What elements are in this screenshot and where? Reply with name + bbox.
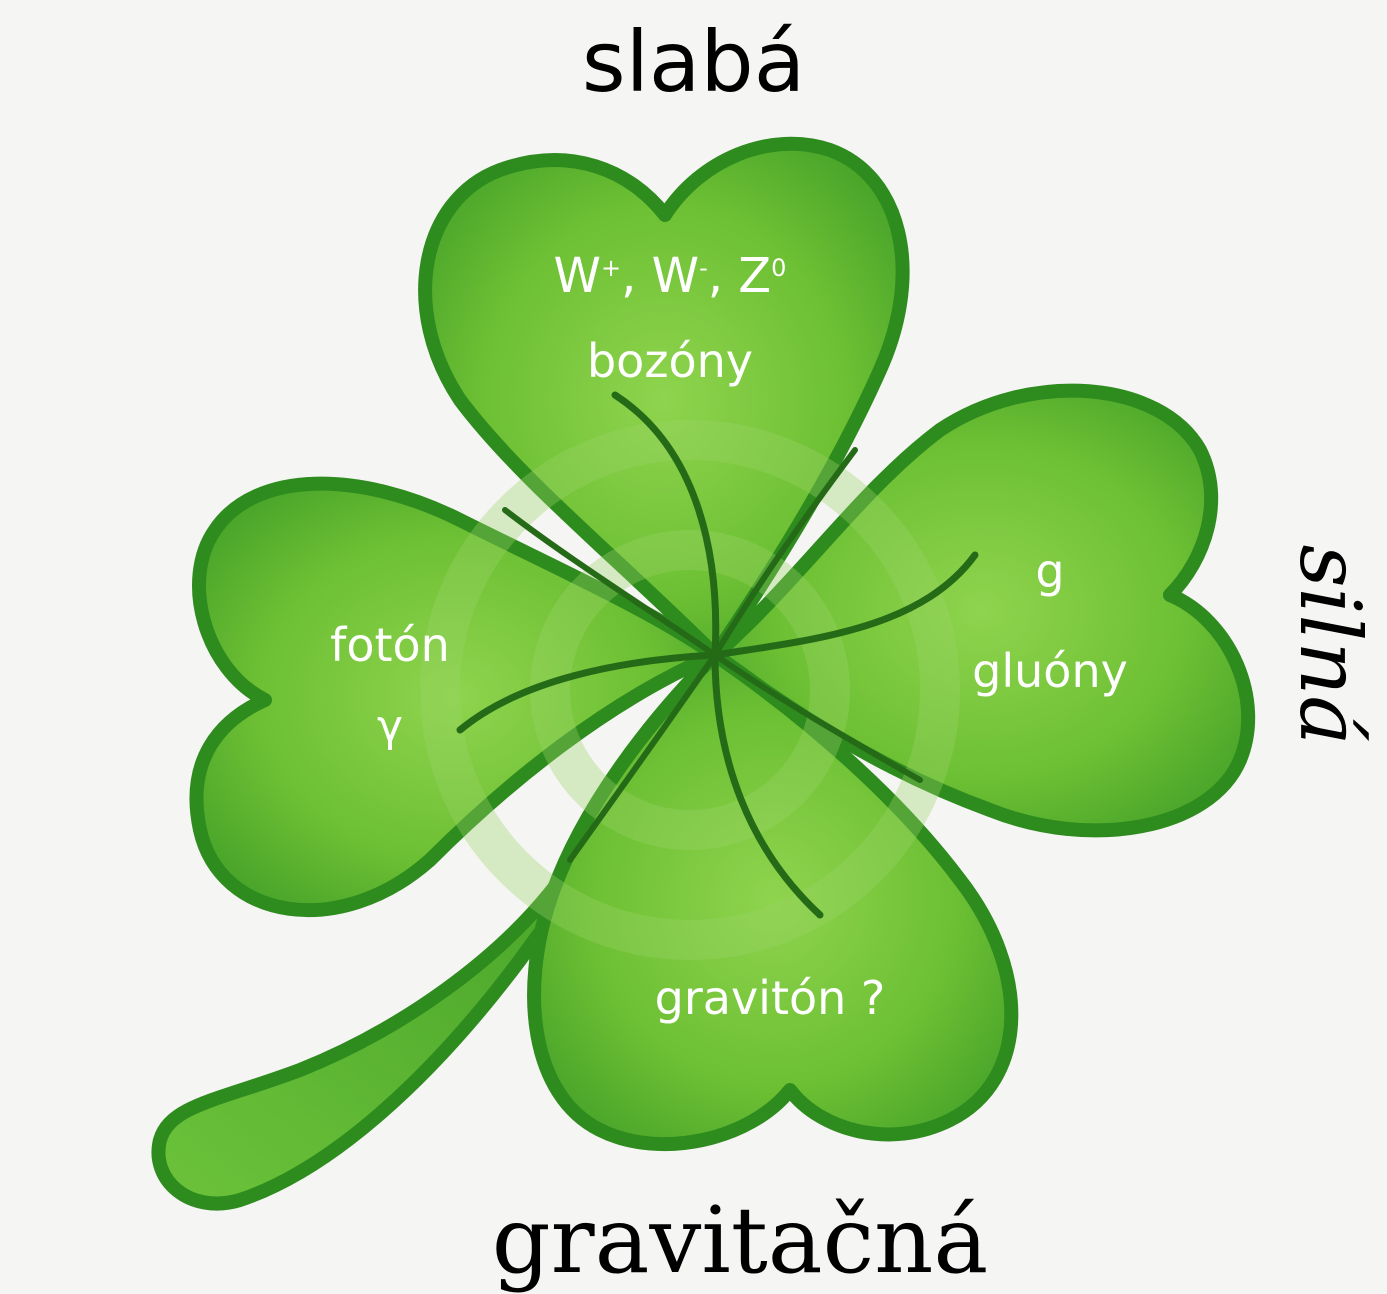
zero-sign: 0 [771,254,786,282]
clover-stem [158,880,580,1204]
plus-sign: + [601,254,621,282]
photon-name: fotón [270,622,510,668]
gluon-symbol: g [950,548,1150,594]
w-plus-letter: W [554,248,601,304]
weak-bosons-symbols: W+, W-, Z0 [480,252,860,300]
minus-sign: - [699,254,708,282]
weak-bosons-name: bozóny [480,338,860,384]
force-label-weak: slabá [0,20,1387,104]
gluon-name: gluóny [930,648,1170,694]
photon-symbol: γ [270,705,510,749]
z-letter: , Z [708,248,771,304]
w-minus-letter: , W [621,248,699,304]
force-label-strong: silná [1288,544,1372,745]
graviton-name: gravitón ? [560,975,980,1021]
force-label-gravitational: gravitačná [460,1195,1020,1287]
